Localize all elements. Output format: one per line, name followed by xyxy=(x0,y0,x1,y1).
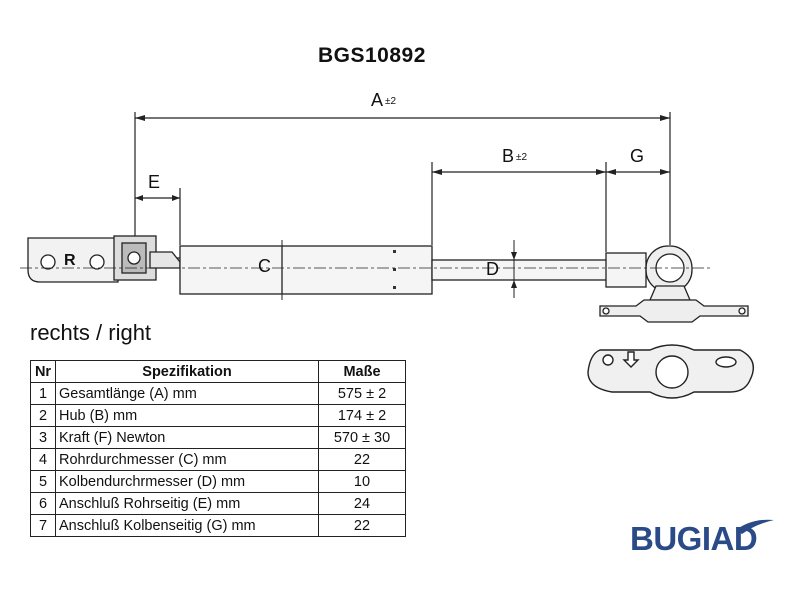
table-row: 2 Hub (B) mm 174 ± 2 xyxy=(30,404,406,427)
row-spec: Kolbendurchrmesser (D) mm xyxy=(55,470,319,493)
dimension-c-label: C xyxy=(258,256,271,276)
row-value: 570 ± 30 xyxy=(318,426,406,449)
row-value: 10 xyxy=(318,470,406,493)
row-spec: Kraft (F) Newton xyxy=(55,426,319,449)
table-row: 4 Rohrdurchmesser (C) mm 22 xyxy=(30,448,406,471)
row-nr: 4 xyxy=(30,448,56,471)
header-spezifikation: Spezifikation xyxy=(55,360,319,383)
bracket-side-label: R xyxy=(64,252,76,269)
bugiad-logo: BUGIAD xyxy=(630,520,758,557)
header-masse: Maße xyxy=(318,360,406,383)
table-header-row: Nr Spezifikation Maße xyxy=(30,360,406,383)
dimension-d-label: D xyxy=(486,259,499,279)
part-number-title: BGS10892 xyxy=(318,44,426,67)
orientation-subtitle: rechts / right xyxy=(30,320,152,345)
row-spec: Rohrdurchmesser (C) mm xyxy=(55,448,319,471)
dimension-a-label: A±2 xyxy=(371,90,397,110)
row-nr: 2 xyxy=(30,404,56,427)
dimension-e-label: E xyxy=(148,172,161,192)
row-nr: 1 xyxy=(30,382,56,405)
row-value: 24 xyxy=(318,492,406,515)
dimension-g-label: G xyxy=(630,146,645,166)
logo-swoosh-icon xyxy=(736,519,774,534)
row-spec: Anschluß Kolbenseitig (G) mm xyxy=(55,514,319,537)
row-nr: 3 xyxy=(30,426,56,449)
row-value: 174 ± 2 xyxy=(318,404,406,427)
header-nr: Nr xyxy=(30,360,56,383)
row-nr: 7 xyxy=(30,514,56,537)
row-spec: Gesamtlänge (A) mm xyxy=(55,382,319,405)
table-row: 7 Anschluß Kolbenseitig (G) mm 22 xyxy=(30,514,406,537)
table-row: 1 Gesamtlänge (A) mm 575 ± 2 xyxy=(30,382,406,405)
row-nr: 5 xyxy=(30,470,56,493)
row-spec: Anschluß Rohrseitig (E) mm xyxy=(55,492,319,515)
specification-table: Nr Spezifikation Maße 1 Gesamtlänge (A) … xyxy=(30,360,406,537)
row-value: 575 ± 2 xyxy=(318,382,406,405)
row-spec: Hub (B) mm xyxy=(55,404,319,427)
row-value: 22 xyxy=(318,514,406,537)
table-row: 6 Anschluß Rohrseitig (E) mm 24 xyxy=(30,492,406,515)
row-value: 22 xyxy=(318,448,406,471)
row-nr: 6 xyxy=(30,492,56,515)
table-row: 3 Kraft (F) Newton 570 ± 30 xyxy=(30,426,406,449)
table-row: 5 Kolbendurchrmesser (D) mm 10 xyxy=(30,470,406,493)
dimension-b-label: B±2 xyxy=(502,146,528,166)
